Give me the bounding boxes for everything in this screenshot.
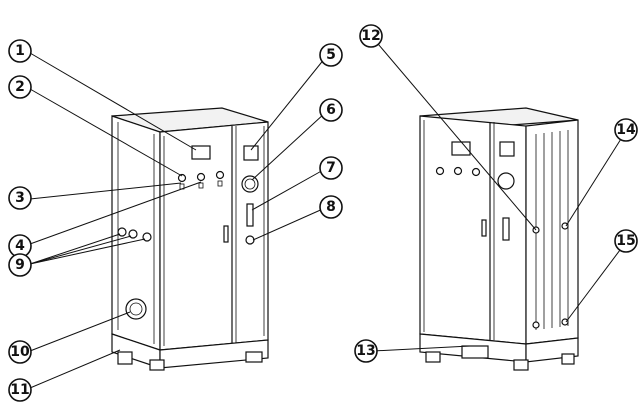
callout-4-label: 4 bbox=[15, 238, 25, 254]
knob-right bbox=[215, 170, 225, 180]
rear-door-handle bbox=[481, 219, 487, 237]
knob-label-right bbox=[217, 180, 223, 187]
callout-12: 12 bbox=[359, 24, 383, 48]
front-cabinet bbox=[111, 107, 269, 371]
callout-14-label: 14 bbox=[616, 122, 636, 138]
flow-valve bbox=[245, 235, 255, 245]
callout-5: 5 bbox=[319, 43, 343, 67]
rear-cabinet bbox=[419, 107, 579, 371]
foot-front-right bbox=[245, 351, 263, 363]
callout-15: 15 bbox=[614, 229, 638, 253]
callout-7: 7 bbox=[319, 156, 343, 180]
callout-8: 8 bbox=[319, 195, 343, 219]
knob-label-middle bbox=[198, 182, 204, 189]
knob-middle bbox=[196, 172, 206, 182]
callout-11-label: 11 bbox=[10, 382, 29, 398]
connector-3 bbox=[142, 232, 152, 242]
callout-6: 6 bbox=[319, 98, 343, 122]
callout-2-label: 2 bbox=[15, 79, 25, 95]
knob-left bbox=[177, 173, 187, 183]
cooling-fan bbox=[125, 298, 147, 320]
inspection-window bbox=[243, 145, 259, 161]
callout-9-label: 9 bbox=[15, 257, 25, 273]
callout-8-label: 8 bbox=[326, 199, 336, 215]
callout-2: 2 bbox=[8, 75, 32, 99]
flowmeter bbox=[246, 203, 254, 227]
callout-9: 9 bbox=[8, 253, 32, 277]
callout-11: 11 bbox=[8, 378, 32, 402]
callout-15-label: 15 bbox=[616, 233, 635, 249]
callout-3-label: 3 bbox=[15, 190, 25, 206]
connector-2 bbox=[128, 229, 138, 239]
pressure-gauge bbox=[241, 175, 259, 193]
callout-14: 14 bbox=[614, 118, 638, 142]
callout-10: 10 bbox=[8, 340, 32, 364]
callout-5-label: 5 bbox=[326, 47, 336, 63]
callout-10-label: 10 bbox=[10, 344, 30, 360]
foot-front-left bbox=[149, 359, 165, 371]
connector-1 bbox=[117, 227, 127, 237]
callout-3: 3 bbox=[8, 186, 32, 210]
door-handle bbox=[223, 225, 229, 243]
side-grommet-lower bbox=[532, 321, 540, 329]
callout-1-label: 1 bbox=[15, 43, 25, 59]
callout-13: 13 bbox=[354, 339, 378, 363]
rear-base-plate bbox=[461, 345, 489, 359]
leader-lines bbox=[29, 37, 627, 389]
callout-13-label: 13 bbox=[356, 343, 375, 359]
callout-6-label: 6 bbox=[326, 102, 336, 118]
callout-1: 1 bbox=[8, 39, 32, 63]
foot-left bbox=[117, 351, 133, 365]
display-screen bbox=[191, 145, 211, 160]
rear-pressure-gauge bbox=[497, 172, 515, 190]
callout-12-label: 12 bbox=[361, 28, 380, 44]
callout-7-label: 7 bbox=[326, 160, 336, 176]
